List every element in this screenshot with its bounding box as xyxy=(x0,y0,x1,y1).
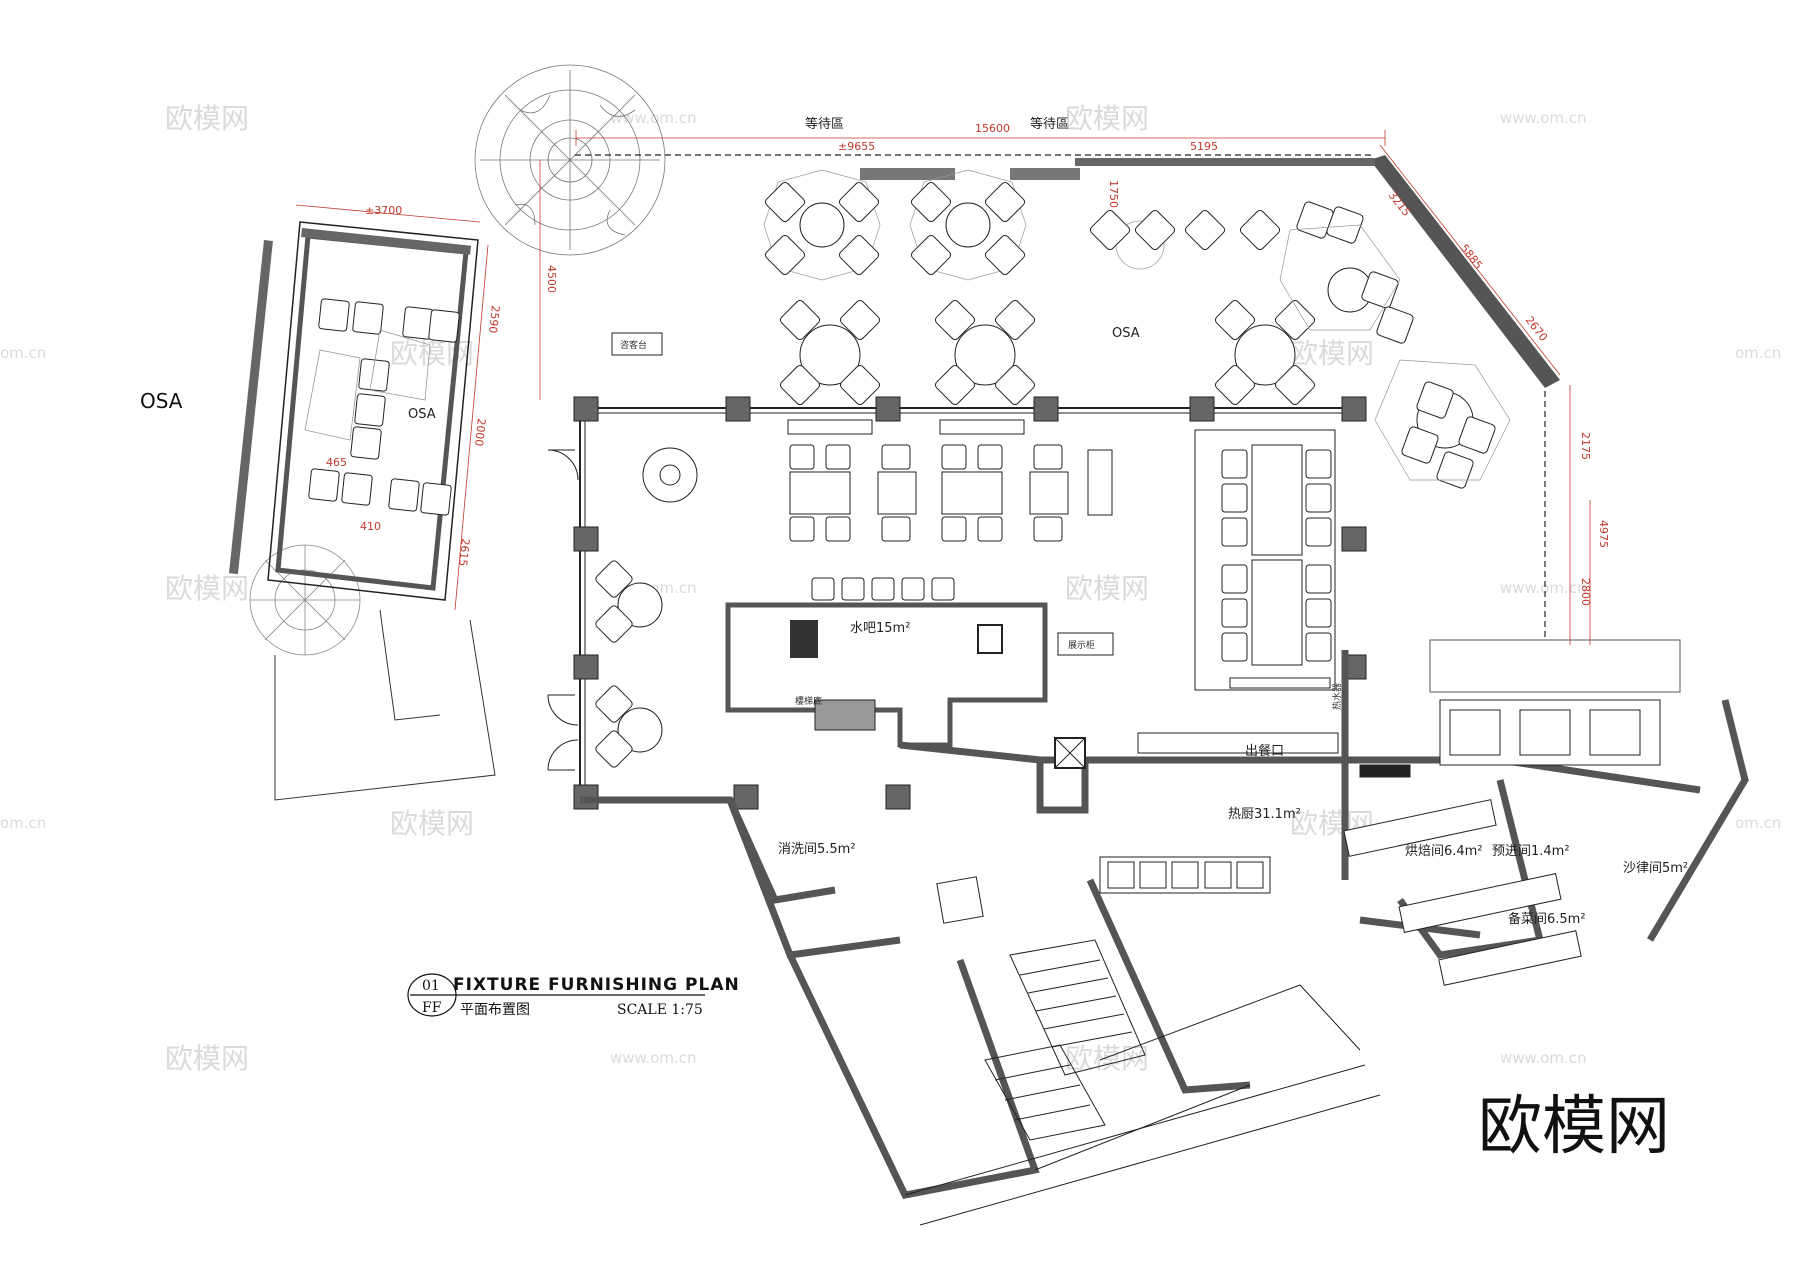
watermark-text: 欧模网 xyxy=(165,102,249,135)
indoor-dining: 咨客台 xyxy=(547,332,1367,810)
osa-main-label: OSA xyxy=(1112,326,1140,341)
bakery-label: 烘焙间6.4m² xyxy=(1405,844,1483,859)
osa-left-label: OSA xyxy=(408,407,436,422)
dim-4975: 4975 xyxy=(1597,520,1610,548)
osa-outside-label: OSA xyxy=(140,389,183,413)
corridor xyxy=(904,984,1381,1226)
salad-label: 沙律间5m² xyxy=(1623,861,1688,876)
watermark-text: 欧模网 xyxy=(390,807,474,840)
title-block: 01 FF FIXTURE FURNISHING PLAN 平面布置图 SCAL… xyxy=(407,973,740,1018)
hot-kitchen-label: 热厨31.1m² xyxy=(1228,807,1301,822)
watermark-url: om.cn xyxy=(1735,814,1781,832)
watermark-text: 欧模网 xyxy=(1065,572,1149,605)
watermark-text: 欧模网 xyxy=(1065,102,1149,135)
dim-left-2615: 2615 xyxy=(456,538,472,567)
watermark-url: om.cn xyxy=(1735,344,1781,362)
tree-left xyxy=(249,544,361,656)
display-label: 展示柜 xyxy=(1068,639,1095,651)
kitchen-fixtures xyxy=(936,639,1681,986)
reception-label: 咨客台 xyxy=(620,339,647,351)
watermark-url: www.om.cn xyxy=(1500,1049,1587,1067)
drawing-number: 01 xyxy=(422,978,440,994)
dim-left-2000: 2000 xyxy=(472,418,488,447)
watermark-text: 欧模网 xyxy=(165,572,249,605)
dim-4500: 4500 xyxy=(545,265,558,293)
pre-entry-label: 预进间1.4m² xyxy=(1492,844,1570,859)
dim-top-9655: ±9655 xyxy=(838,140,875,153)
dim-1750: 1750 xyxy=(1107,180,1120,208)
watermark-text: 欧模网 xyxy=(390,337,474,370)
drawing-code: FF xyxy=(422,1000,442,1016)
dim-top-5195: 5195 xyxy=(1190,140,1218,153)
dim-2800: 2800 xyxy=(1579,578,1592,606)
watermark-text: 欧模网 xyxy=(1290,337,1374,370)
stairs-label: 樓梯底 xyxy=(795,695,822,707)
waiting-area-2: 等待區 xyxy=(1030,116,1069,132)
watermark-url: om.cn xyxy=(0,344,46,362)
watermark-url: www.om.cn xyxy=(610,109,697,127)
top-dimensions: 15600 ±9655 5195 等待區 等待區 4500 xyxy=(539,116,1386,400)
dim-left-3700: ±3700 xyxy=(365,204,402,217)
water-heater-label: 热水器 xyxy=(1331,683,1343,710)
watermark-text: 欧模网 xyxy=(1065,1042,1149,1075)
dim-left-2590: 2590 xyxy=(486,305,502,334)
watermark-url: www.om.cn xyxy=(1500,579,1587,597)
brand-watermark: 欧模网 xyxy=(1478,1090,1670,1164)
drawing-title: FIXTURE FURNISHING PLAN xyxy=(453,975,740,995)
drawing-scale: SCALE 1:75 xyxy=(617,1002,703,1018)
watermark-url: om.cn xyxy=(0,814,46,832)
outdoor-tables xyxy=(763,169,1511,489)
drawing-subtitle: 平面布置图 xyxy=(460,1002,530,1018)
dim-465: 465 xyxy=(326,456,347,469)
left-osa-area: OSA ±3700 2590 2000 2615 465 410 xyxy=(228,204,502,801)
watermark-text: 欧模网 xyxy=(165,1042,249,1075)
watermark-url: www.om.cn xyxy=(1500,109,1587,127)
water-bar-label: 水吧15m² xyxy=(850,621,910,636)
tree-top xyxy=(474,64,666,256)
dishwash-label: 消洗间5.5m² xyxy=(778,842,856,857)
water-bar: 水吧15m² 樓梯底 xyxy=(725,602,1048,748)
dim-410: 410 xyxy=(360,520,381,533)
dim-top-15600: 15600 xyxy=(975,122,1010,135)
dim-2175: 2175 xyxy=(1579,432,1592,460)
prep-label: 备菜间6.5m² xyxy=(1508,911,1586,927)
serve-out-label: 出餐口 xyxy=(1245,743,1284,759)
staircase xyxy=(984,939,1146,1141)
waiting-area-1: 等待區 xyxy=(805,116,844,132)
watermark-url: www.om.cn xyxy=(610,1049,697,1067)
